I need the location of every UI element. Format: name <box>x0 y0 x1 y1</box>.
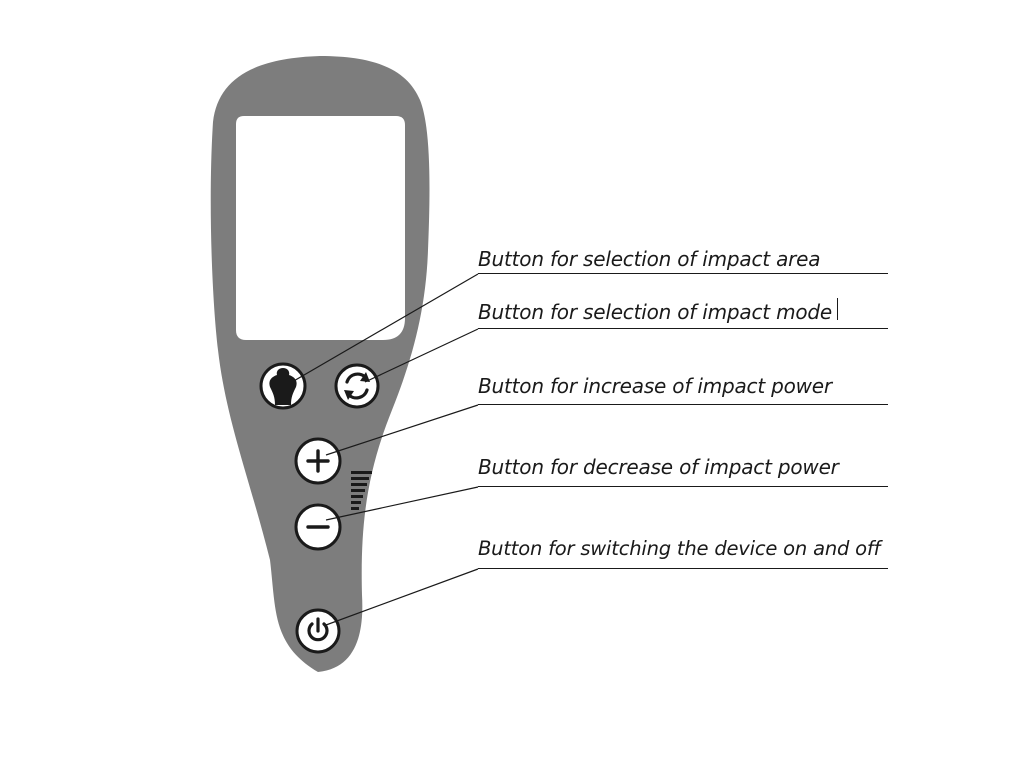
callout-power-increase-rule <box>478 404 888 405</box>
power-decrease-button[interactable] <box>294 503 342 551</box>
text-cursor-mark <box>837 298 838 320</box>
callout-power-switch-label: Button for switching the device on and o… <box>478 537 881 560</box>
impact-area-button[interactable] <box>259 362 307 410</box>
power-level-bars-icon <box>351 471 372 510</box>
callout-impact-mode-label: Button for selection of impact mode <box>478 300 832 324</box>
torso-icon <box>269 368 297 405</box>
callout-power-switch-rule <box>478 568 888 569</box>
power-increase-button[interactable] <box>294 437 342 485</box>
callout-power-increase-label: Button for increase of impact power <box>478 374 832 398</box>
callout-impact-area-label: Button for selection of impact area <box>478 247 821 271</box>
callout-power-decrease-rule <box>478 486 888 487</box>
callout-impact-area-rule <box>478 273 888 274</box>
plus-icon <box>306 449 330 473</box>
impact-mode-button[interactable] <box>334 363 380 409</box>
leader-line-impact-mode <box>364 328 479 383</box>
leader-line-power-decrease <box>325 486 479 521</box>
callout-impact-mode-rule <box>478 328 888 329</box>
leader-line-power-switch <box>325 568 479 626</box>
power-icon <box>307 617 329 642</box>
leader-line-impact-area <box>291 273 479 383</box>
display-screen <box>236 116 405 340</box>
leader-line-power-increase <box>325 404 479 456</box>
power-switch-button[interactable] <box>295 608 341 654</box>
callout-power-decrease-label: Button for decrease of impact power <box>478 455 839 479</box>
